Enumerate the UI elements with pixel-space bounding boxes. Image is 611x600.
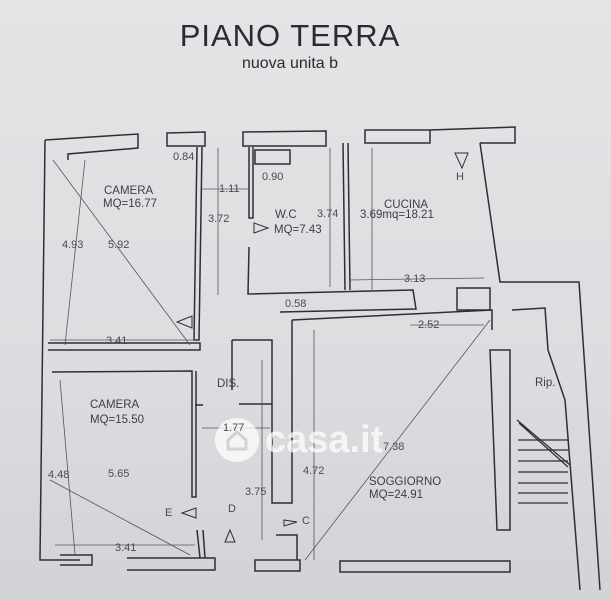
dimension-label: 3.13 xyxy=(404,273,426,285)
dimension-label: 3.72 xyxy=(208,213,230,225)
dimension-label: 3.41 xyxy=(106,335,128,347)
dimension-label: 7.38 xyxy=(383,441,405,453)
plan-subtitle: nuova unita b xyxy=(241,55,339,72)
dimension-label: 3.75 xyxy=(245,486,267,498)
plan-title: PIANO TERRA xyxy=(179,18,401,53)
room-label-cucina: CUCINA xyxy=(384,199,429,211)
dimension-label: 3.74 xyxy=(317,208,339,220)
dimension-label: 3.41 xyxy=(115,542,137,554)
dimension-label: 0.84 xyxy=(173,151,195,163)
watermark: casa.it xyxy=(215,418,383,462)
marker-e: E xyxy=(165,507,173,519)
stairs xyxy=(516,419,571,504)
room-area-camera-2: MQ=15.50 xyxy=(90,414,145,426)
exterior-walls xyxy=(39,126,601,591)
room-area-wc: MQ=7.43 xyxy=(274,224,322,236)
dimension-label: 2.52 xyxy=(418,319,440,331)
room-label-camera-2: CAMERA xyxy=(90,399,140,411)
room-area-cucina: 3.69mq=18.21 xyxy=(360,209,434,221)
dimension-label: 4.72 xyxy=(303,465,325,477)
door-arrows xyxy=(175,152,469,543)
dimension-label: 1.11 xyxy=(219,183,240,195)
marker-c: C xyxy=(302,515,310,527)
dimension-label: 4.93 xyxy=(62,239,84,251)
room-area-soggiorno: MQ=24.91 xyxy=(369,489,424,501)
house-icon xyxy=(215,418,259,462)
room-label-soggiorno: SOGGIORNO xyxy=(369,476,442,488)
marker-h: H xyxy=(456,171,464,183)
room-area-camera-1: MQ=16.77 xyxy=(103,198,158,210)
dimension-label: 4.48 xyxy=(48,469,70,481)
dimension-label: 0.90 xyxy=(262,171,284,183)
interior-walls xyxy=(48,142,581,591)
dimension-label: 5.92 xyxy=(108,239,130,251)
room-label-wc: W.C xyxy=(275,209,297,221)
dimension-label: 0.58 xyxy=(285,298,307,310)
room-label-camera-1: CAMERA xyxy=(104,185,154,197)
marker-d: D xyxy=(228,503,236,515)
watermark-text: casa.it xyxy=(265,418,384,461)
dimension-label: 1.77 xyxy=(223,422,245,434)
dimension-lines xyxy=(49,148,491,561)
dimension-label: 5.65 xyxy=(108,468,130,480)
room-label-rip: Rip. xyxy=(535,377,556,389)
room-label-dis: DIS. xyxy=(217,378,240,390)
